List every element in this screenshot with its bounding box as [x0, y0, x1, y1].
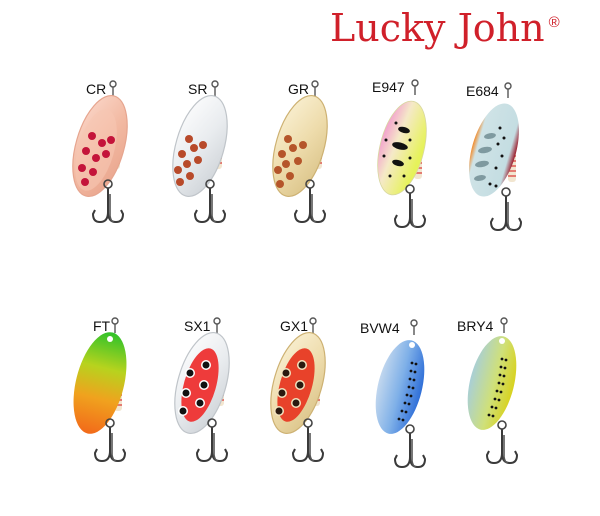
lure-gx1: GX1	[258, 315, 358, 485]
lure-code: GR	[288, 81, 309, 97]
spinner-cr-icon	[72, 80, 128, 223]
lure-bry4: BRY4	[452, 315, 552, 485]
lure-gr: GR	[258, 78, 358, 248]
lure-code: E947	[372, 79, 405, 95]
lure-sr: SR	[160, 78, 260, 248]
spinner-sr-icon	[172, 80, 228, 223]
lure-code: BVW4	[360, 320, 400, 336]
lure-code: BRY4	[457, 318, 494, 334]
spinner-e947-icon	[377, 79, 427, 228]
spinner-bvw4-icon	[375, 319, 426, 468]
lure-code: E684	[466, 83, 499, 99]
lure-cr: CR	[60, 78, 160, 248]
lure-code: GX1	[280, 318, 309, 334]
lure-ft: FT	[60, 315, 160, 485]
lure-bvw4: BVW4	[354, 315, 454, 485]
brand-name: Lucky John	[330, 6, 545, 50]
spinner-ft-icon	[73, 317, 127, 462]
spinner-e684-icon	[469, 82, 522, 231]
lure-code: CR	[86, 81, 107, 97]
lure-code: FT	[93, 318, 111, 334]
spinner-gx1-icon	[270, 317, 326, 462]
spinner-bry4-icon	[467, 317, 518, 464]
spinner-gr-icon	[272, 80, 328, 223]
registered-mark: ®	[548, 14, 560, 31]
brand-logo: Lucky John®	[330, 6, 560, 50]
lure-code: SR	[188, 81, 208, 97]
spinner-sx1-icon	[174, 317, 230, 462]
lure-e947: E947	[360, 78, 460, 248]
lure-code: SX1	[184, 318, 211, 334]
lure-sx1: SX1	[160, 315, 260, 485]
lure-e684: E684	[452, 78, 552, 248]
